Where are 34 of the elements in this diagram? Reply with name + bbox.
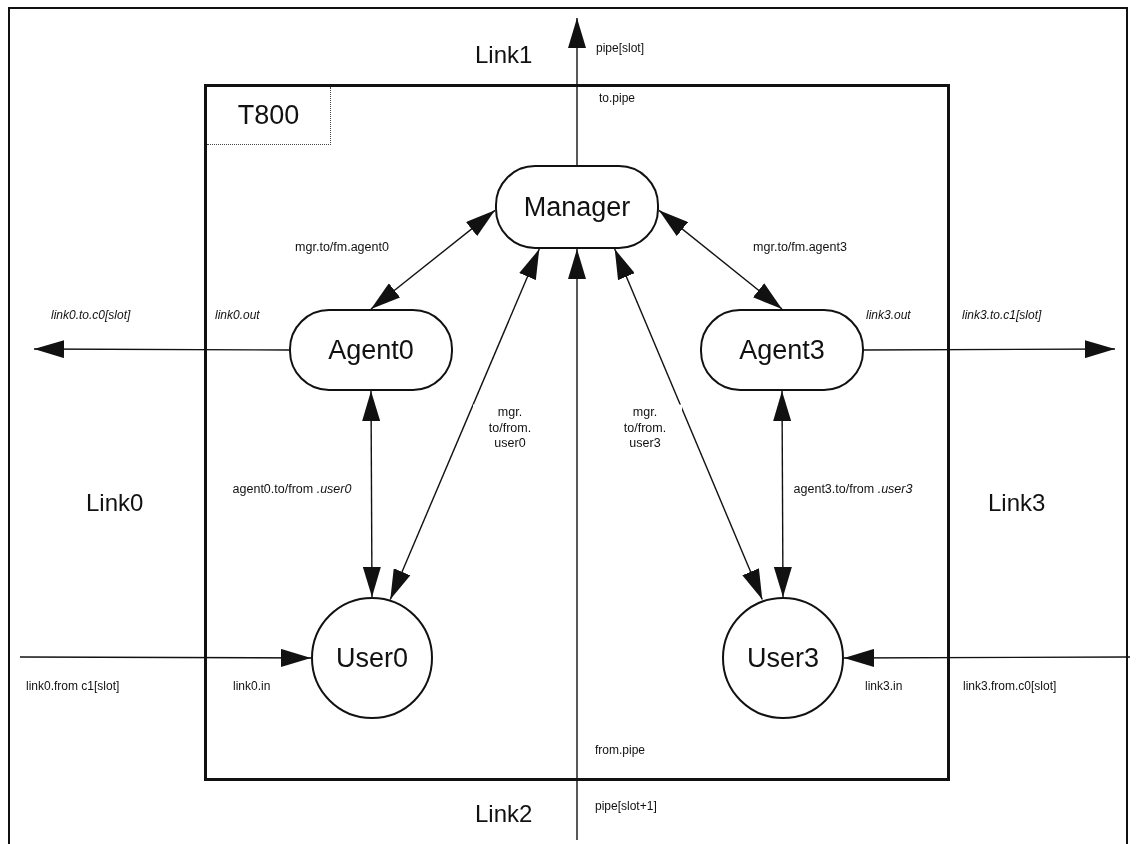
port-label: pipe[slot+1] <box>595 800 657 814</box>
port-label: link3.in <box>865 680 903 694</box>
arrow <box>614 248 763 601</box>
arrow <box>389 248 540 601</box>
port-label: link0.out <box>215 309 260 323</box>
arrow <box>19 648 312 667</box>
port-label: from.pipe <box>595 744 646 758</box>
arrow <box>773 390 792 598</box>
arrow <box>362 390 381 598</box>
process-circle: User0 <box>311 597 433 719</box>
link-name: Link3 <box>988 489 1046 517</box>
port-label: link3.out <box>866 309 911 323</box>
process-circle: User3 <box>722 597 844 719</box>
processor-label: T800 <box>207 87 331 145</box>
arrow <box>568 17 586 166</box>
process-box: Agent3 <box>700 309 864 391</box>
link-name: Link2 <box>475 800 533 828</box>
arrow <box>370 209 496 310</box>
arrow <box>658 209 783 310</box>
arrow <box>863 340 1116 359</box>
link-name: Link1 <box>475 41 533 69</box>
port-label: link3.from.c0[slot] <box>963 680 1057 694</box>
process-box: Agent0 <box>289 309 453 391</box>
arrow <box>33 340 290 359</box>
port-label: link0.from c1[slot] <box>26 680 120 694</box>
port-label: pipe[slot] <box>596 42 645 56</box>
arrow <box>568 248 586 841</box>
port-label: link3.to.c1[slot] <box>962 309 1042 323</box>
port-label: link0.to.c0[slot] <box>51 309 131 323</box>
arrow <box>843 648 1131 667</box>
port-label: to.pipe <box>599 92 636 106</box>
port-label: link0.in <box>233 680 271 694</box>
process-box: Manager <box>495 165 659 249</box>
link-name: Link0 <box>86 489 144 517</box>
